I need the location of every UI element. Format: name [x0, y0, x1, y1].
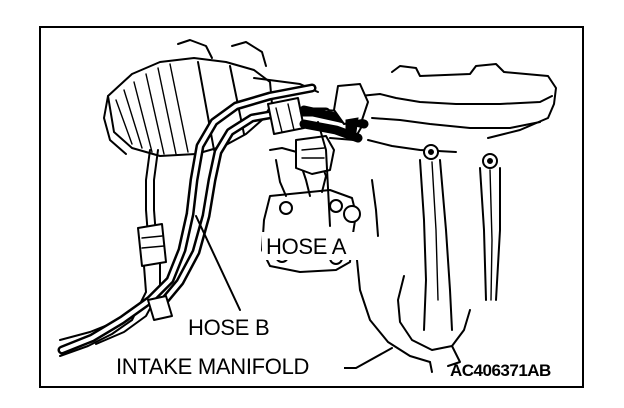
hose-a-drawing — [267, 83, 369, 143]
figure-frame — [39, 26, 584, 388]
intake-manifold-leader — [341, 347, 393, 369]
air-intake-hose-drawing — [103, 39, 319, 157]
figure-code: AC406371AB — [450, 361, 551, 380]
intake-manifold-drawing — [355, 63, 557, 373]
harness-bracket-drawing — [59, 149, 167, 357]
hose-b-drawing — [57, 83, 331, 355]
hose-a-leader — [317, 121, 331, 227]
hose-a-label: HOSE A — [266, 234, 347, 259]
hose-b-label: HOSE B — [188, 315, 269, 340]
hose-b-leader — [195, 215, 241, 311]
intake-manifold-label: INTAKE MANIFOLD — [116, 354, 309, 379]
